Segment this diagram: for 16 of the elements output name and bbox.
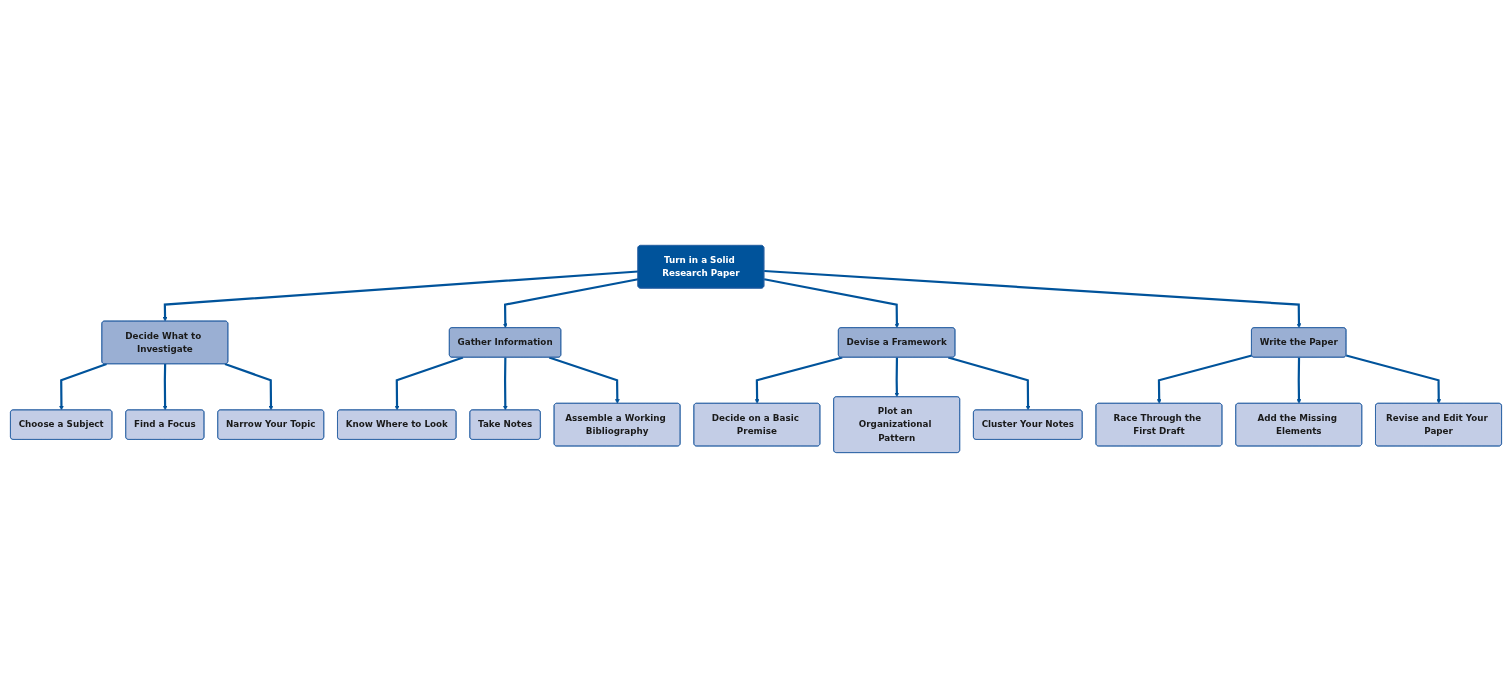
arrow: [763, 277, 899, 328]
arrow: [1296, 356, 1301, 404]
arrow: [162, 363, 167, 410]
arrow: [58, 362, 107, 410]
arrow: [548, 355, 620, 404]
arrow: [754, 355, 843, 404]
arrow: [893, 356, 899, 397]
arrow: [502, 356, 508, 410]
arrow: [763, 269, 1301, 328]
arrow: [162, 269, 638, 322]
arrow: [1156, 353, 1252, 404]
arrow: [502, 277, 638, 328]
arrow: [394, 355, 463, 410]
arrow: [947, 355, 1030, 410]
arrow: [1345, 353, 1441, 404]
arrow: [224, 362, 273, 410]
